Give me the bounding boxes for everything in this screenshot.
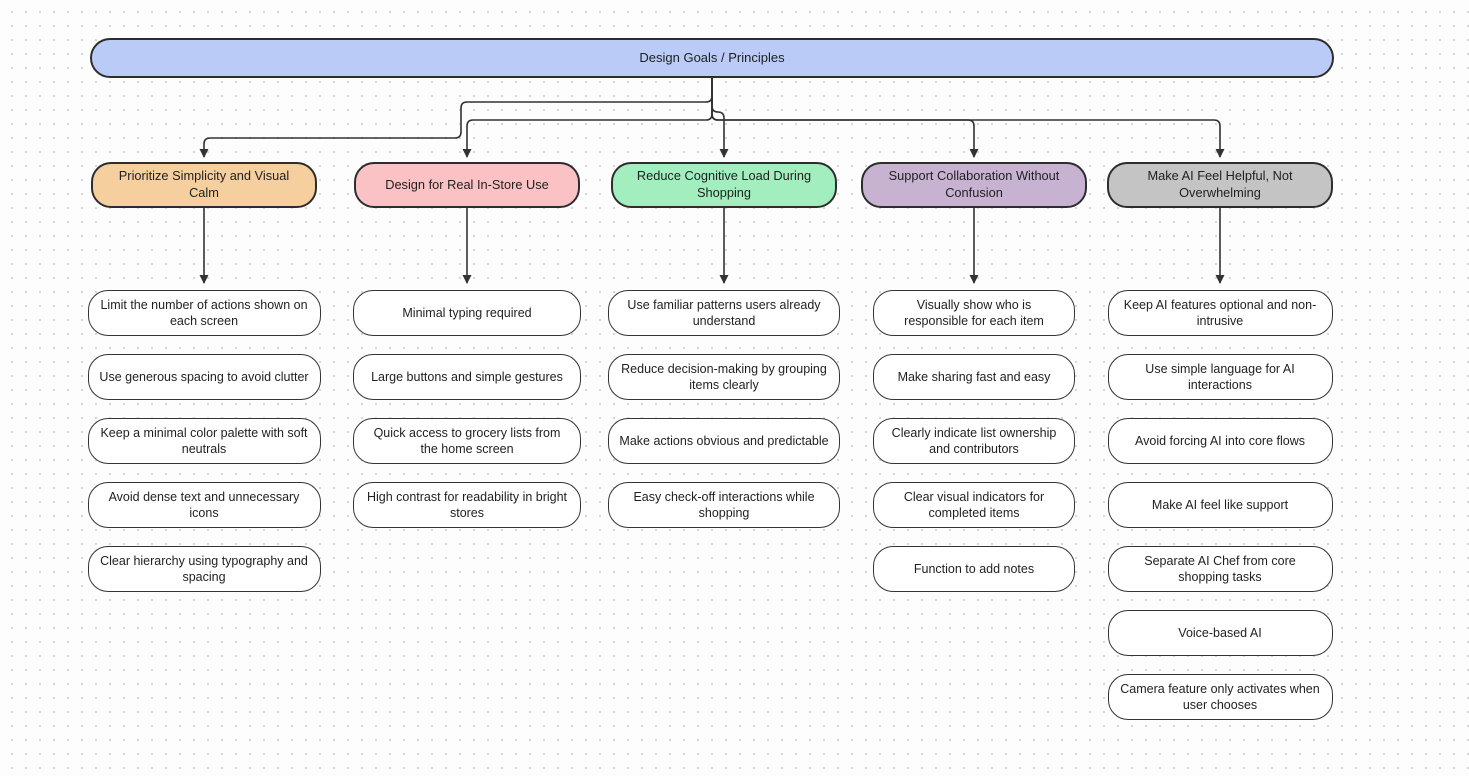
child-node[interactable]: Large buttons and simple gestures [353,354,581,400]
child-node-label: Use simple language for AI interactions [1145,361,1295,392]
child-node[interactable]: Separate AI Chef from core shopping task… [1107,546,1333,592]
child-node-label: Function to add notes [913,561,1035,576]
child-node-label: Avoid dense text and unnecessary icons [108,489,300,520]
child-node[interactable]: Make AI feel like support [1107,482,1333,528]
child-node-label: Limit the number of actions shown on eac… [100,297,308,328]
connector-edge [711,78,979,158]
child-node-label: Minimal typing required [402,305,532,320]
branch-header-label: Make AI Feel Helpful, Not Overwhelming [1147,168,1293,200]
child-node[interactable]: Avoid dense text and unnecessary icons [87,482,321,528]
connector-edge [199,78,713,158]
child-node[interactable]: Reduce decision-making by grouping items… [608,354,840,400]
branch-header-label: Reduce Cognitive Load During Shopping [636,168,812,200]
child-node[interactable]: Camera feature only activates when user … [1107,674,1333,720]
child-node-label: High contrast for readability in bright … [366,489,568,520]
child-node[interactable]: Clear hierarchy using typography and spa… [87,546,321,592]
child-node-label: Separate AI Chef from core shopping task… [1144,553,1296,584]
root-node[interactable]: Design Goals / Principles [90,38,1334,78]
child-node[interactable]: Keep AI features optional and non-intrus… [1107,290,1333,336]
child-node[interactable]: Quick access to grocery lists from the h… [353,418,581,464]
child-node-label: Make AI feel like support [1151,497,1289,512]
child-node-label: Voice-based AI [1178,625,1262,640]
child-node-label: Keep a minimal color palette with soft n… [100,425,308,456]
child-node[interactable]: Clearly indicate list ownership and cont… [873,418,1075,464]
root-node-label: Design Goals / Principles [639,49,785,65]
branch-header-label: Prioritize Simplicity and Visual Calm [118,168,290,200]
child-node[interactable]: Keep a minimal color palette with soft n… [87,418,321,464]
connector-edge [462,78,713,158]
child-node-label: Visually show who is responsible for eac… [904,297,1044,328]
child-node[interactable]: Make actions obvious and predictable [608,418,840,464]
child-node[interactable]: Use simple language for AI interactions [1107,354,1333,400]
child-node-label: Reduce decision-making by grouping items… [621,361,827,392]
child-node-label: Large buttons and simple gestures [371,369,563,384]
child-node-label: Keep AI features optional and non-intrus… [1123,297,1317,328]
branch-header-label: Design for Real In-Store Use [385,176,549,192]
child-node-label: Clear hierarchy using typography and spa… [100,553,308,584]
branch-header-2[interactable]: Design for Real In-Store Use [354,162,580,208]
child-node[interactable]: Avoid forcing AI into core flows [1107,418,1333,464]
child-node[interactable]: Make sharing fast and easy [873,354,1075,400]
child-node[interactable]: Function to add notes [873,546,1075,592]
connector-edge [711,78,729,158]
child-node-label: Camera feature only activates when user … [1120,681,1320,712]
child-node-label: Quick access to grocery lists from the h… [373,425,561,456]
child-node-label: Clear visual indicators for completed it… [903,489,1045,520]
connector-edge [711,78,1225,158]
child-node[interactable]: High contrast for readability in bright … [353,482,581,528]
child-node-label: Use familiar patterns users already unde… [627,297,821,328]
child-node[interactable]: Limit the number of actions shown on eac… [87,290,321,336]
child-node[interactable]: Easy check-off interactions while shoppi… [608,482,840,528]
branch-header-4[interactable]: Support Collaboration Without Confusion [861,162,1087,208]
child-node[interactable]: Use generous spacing to avoid clutter [87,354,321,400]
child-node[interactable]: Minimal typing required [353,290,581,336]
child-node-label: Avoid forcing AI into core flows [1135,433,1305,448]
branch-header-5[interactable]: Make AI Feel Helpful, Not Overwhelming [1107,162,1333,208]
child-node[interactable]: Visually show who is responsible for eac… [873,290,1075,336]
child-node-label: Easy check-off interactions while shoppi… [633,489,815,520]
branch-header-3[interactable]: Reduce Cognitive Load During Shopping [611,162,837,208]
child-node-label: Clearly indicate list ownership and cont… [891,425,1057,456]
branch-header-1[interactable]: Prioritize Simplicity and Visual Calm [91,162,317,208]
branch-header-label: Support Collaboration Without Confusion [888,168,1060,200]
child-node[interactable]: Clear visual indicators for completed it… [873,482,1075,528]
child-node-label: Make actions obvious and predictable [619,433,829,448]
child-node[interactable]: Use familiar patterns users already unde… [608,290,840,336]
child-node-label: Use generous spacing to avoid clutter [99,369,309,384]
child-node[interactable]: Voice-based AI [1107,610,1333,656]
child-node-label: Make sharing fast and easy [897,369,1051,384]
